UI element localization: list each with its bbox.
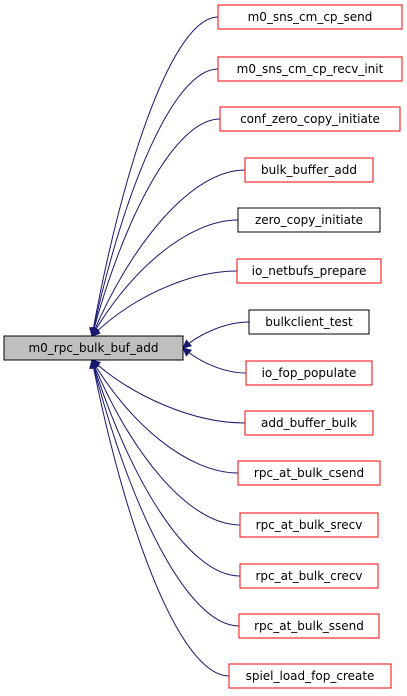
caller-node-box	[239, 563, 379, 589]
call-edge	[90, 359, 241, 526]
caller-node[interactable]: io_fop_populate	[245, 360, 373, 386]
caller-node[interactable]: bulk_buffer_add	[244, 157, 374, 183]
caller-node-label: bulk_buffer_add	[261, 163, 357, 177]
call-edge	[91, 359, 239, 474]
caller-node-box	[237, 460, 381, 486]
caller-node[interactable]: io_netbufs_prepare	[236, 258, 382, 284]
call-edge	[91, 219, 239, 337]
caller-node-box	[244, 157, 374, 183]
caller-node-box	[217, 56, 403, 82]
caller-node[interactable]: rpc_at_bulk_srecv	[239, 512, 379, 538]
call-edge	[91, 270, 238, 337]
caller-node-label: rpc_at_bulk_srecv	[256, 518, 363, 532]
caller-node-label: rpc_at_bulk_csend	[254, 466, 364, 480]
root-node[interactable]: m0_rpc_bulk_buf_add	[3, 335, 184, 361]
caller-node-box	[248, 309, 370, 335]
caller-node[interactable]: bulkclient_test	[248, 309, 370, 335]
caller-node-label: conf_zero_copy_initiate	[240, 112, 380, 126]
call-edge	[182, 321, 250, 349]
root-node-label: m0_rpc_bulk_buf_add	[28, 341, 158, 355]
caller-node[interactable]: conf_zero_copy_initiate	[219, 106, 401, 132]
call-edge	[182, 347, 247, 374]
caller-node-box	[244, 410, 374, 436]
caller-nodes: m0_sns_cm_cp_send m0_sns_cm_cp_recv_init…	[217, 4, 403, 689]
call-edge	[91, 359, 246, 424]
caller-node[interactable]: rpc_at_bulk_ssend	[238, 613, 380, 639]
caller-node-box	[217, 4, 403, 30]
call-edge	[89, 68, 219, 337]
caller-node-box	[219, 106, 401, 132]
caller-node-label: spiel_load_fop_create	[246, 669, 375, 683]
caller-node-box	[239, 512, 379, 538]
call-edges	[89, 16, 250, 677]
call-edge	[89, 359, 230, 677]
caller-node-box	[238, 613, 380, 639]
caller-node-label: zero_copy_initiate	[255, 213, 363, 227]
call-edge	[90, 359, 241, 577]
caller-node-label: m0_sns_cm_cp_send	[248, 10, 373, 24]
caller-node[interactable]: add_buffer_bulk	[244, 410, 374, 436]
caller-node[interactable]: m0_sns_cm_cp_send	[217, 4, 403, 30]
caller-node-label: io_fop_populate	[262, 366, 357, 380]
caller-node[interactable]: zero_copy_initiate	[237, 207, 381, 233]
call-edge	[89, 359, 240, 627]
call-edge	[89, 118, 221, 337]
caller-node-box	[245, 360, 373, 386]
caller-node-box	[236, 258, 382, 284]
call-edge	[89, 16, 219, 337]
caller-node-box	[237, 207, 381, 233]
root-node-box	[3, 335, 184, 361]
caller-node-label: rpc_at_bulk_ssend	[254, 619, 364, 633]
caller-node[interactable]: m0_sns_cm_cp_recv_init	[217, 56, 403, 82]
call-edge	[90, 169, 246, 337]
caller-node-label: rpc_at_bulk_crecv	[255, 569, 362, 583]
caller-node-box	[228, 663, 392, 689]
caller-node-label: add_buffer_bulk	[261, 416, 357, 430]
caller-node[interactable]: rpc_at_bulk_crecv	[239, 563, 379, 589]
caller-node[interactable]: spiel_load_fop_create	[228, 663, 392, 689]
caller-node-label: m0_sns_cm_cp_recv_init	[237, 62, 384, 76]
caller-node-label: bulkclient_test	[265, 315, 353, 329]
caller-node-label: io_netbufs_prepare	[252, 264, 367, 278]
caller-node[interactable]: rpc_at_bulk_csend	[237, 460, 381, 486]
